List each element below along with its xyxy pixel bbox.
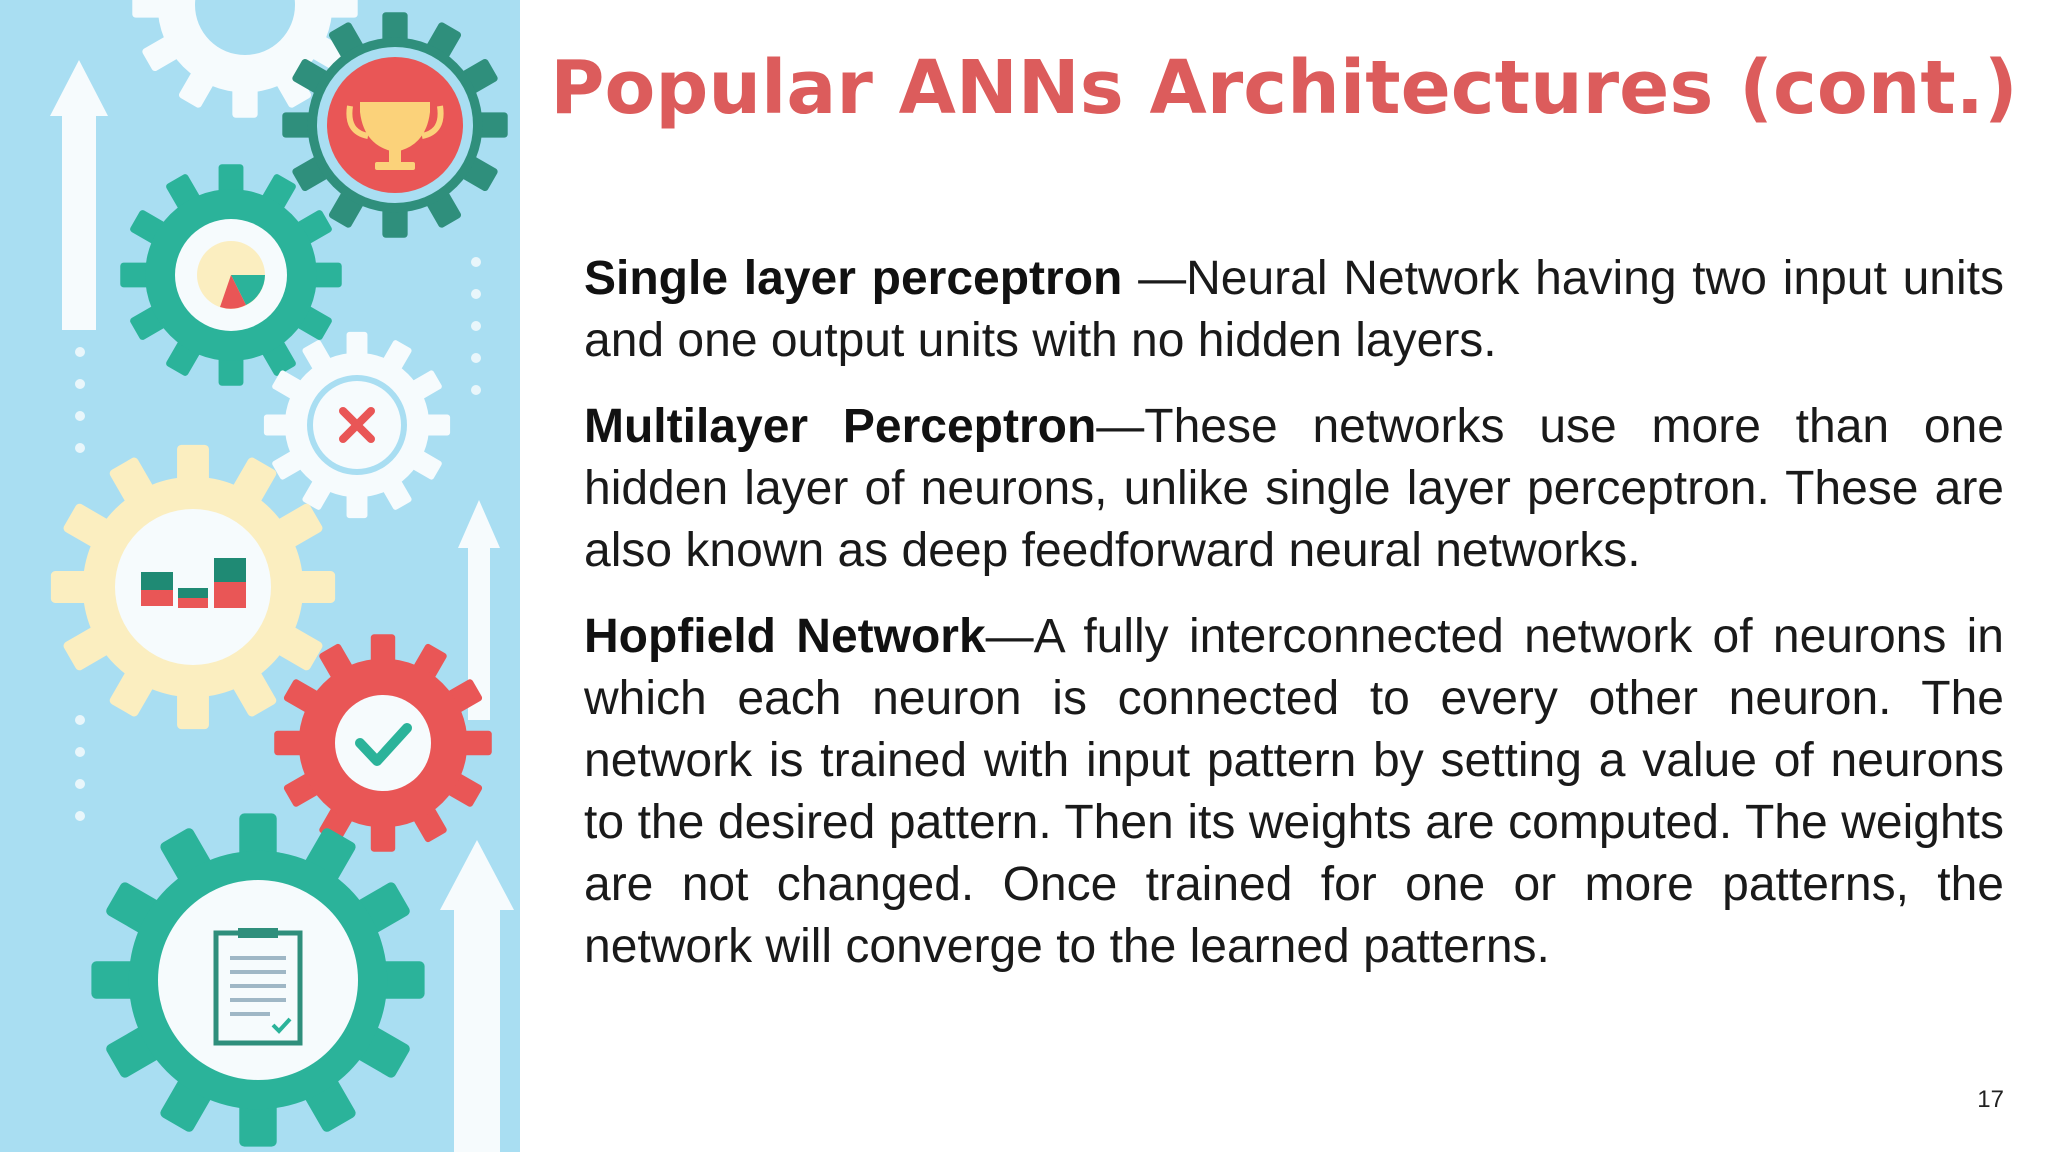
paragraph-term: Multilayer Perceptron xyxy=(584,400,1097,453)
paragraph-text: These networks use more than one hidden … xyxy=(584,400,2004,577)
clipboard-icon xyxy=(213,928,303,1046)
paragraph-separator: — xyxy=(985,610,1034,663)
pie-chart-icon xyxy=(197,241,265,309)
paragraph-hopfield-network: Hopfield Network—A fully interconnected … xyxy=(584,606,2004,978)
paragraph-term: Single layer perceptron xyxy=(584,252,1123,305)
close-icon xyxy=(339,407,375,443)
paragraph-single-layer-perceptron: Single layer perceptron —Neural Network … xyxy=(584,248,2004,372)
up-arrow-icon xyxy=(458,500,500,720)
up-arrow-icon xyxy=(50,60,108,330)
up-arrow-icon xyxy=(440,840,514,1152)
slide-title: Popular ANNs Architectures (cont.) xyxy=(550,45,2018,131)
page-number: 17 xyxy=(1977,1086,2004,1113)
gear-icon xyxy=(132,0,358,118)
gear-icon xyxy=(50,444,336,730)
paragraph-multilayer-perceptron: Multilayer Perceptron—These networks use… xyxy=(584,396,2004,582)
gear-icon xyxy=(274,634,492,852)
checkmark-icon xyxy=(355,723,412,766)
paragraph-text: Neural Network having two input units an… xyxy=(584,252,2004,367)
trophy-icon xyxy=(346,102,444,170)
bar-chart-icon xyxy=(141,558,246,608)
paragraph-separator: — xyxy=(1096,400,1145,453)
content-body: Single layer perceptron —Neural Network … xyxy=(584,248,2004,1002)
decorative-gear-panel xyxy=(0,0,520,1152)
paragraph-separator: — xyxy=(1122,252,1187,305)
dotted-line xyxy=(75,257,481,821)
paragraph-text: A fully interconnected network of neuron… xyxy=(584,610,2005,973)
paragraph-term: Hopfield Network xyxy=(584,610,986,663)
